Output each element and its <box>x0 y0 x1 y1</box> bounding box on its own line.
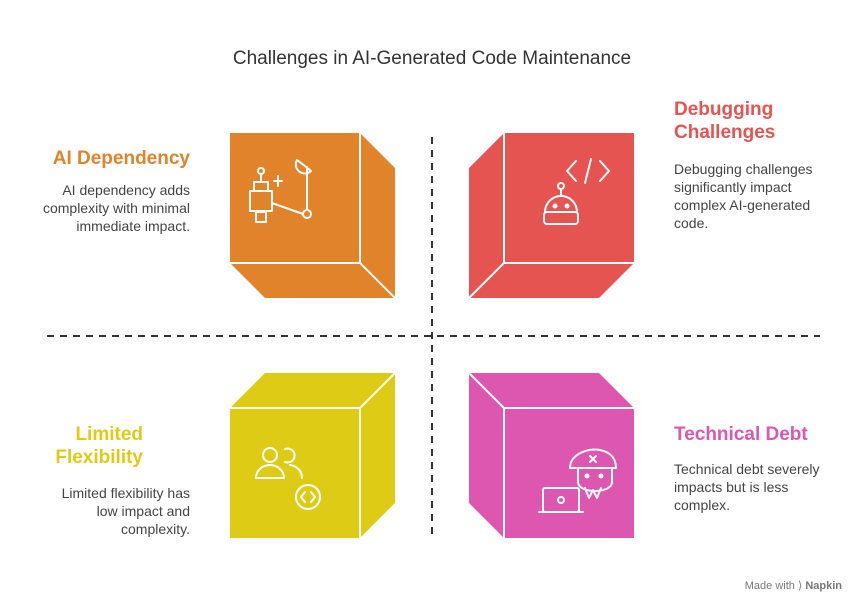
napkin-footer[interactable]: Made with ⟩ Napkin <box>745 579 842 592</box>
napkin-brand: Napkin <box>805 580 842 592</box>
ai-dependency-description: AI dependency adds complexity with minim… <box>42 182 190 234</box>
diagram-title: Challenges in AI-Generated Code Maintena… <box>232 48 632 69</box>
technical-debt-title: Technical Debt <box>674 424 808 445</box>
debugging-challenges-title: Debugging Challenges <box>674 99 776 143</box>
technical-debt-description: Technical debt severely impacts but is l… <box>674 461 820 513</box>
pirate-laptop-icon <box>538 448 617 513</box>
users-code-icon <box>255 447 321 510</box>
ai-dependency-title: AI Dependency <box>52 148 190 169</box>
made-with-label: Made with <box>744 580 795 592</box>
limited-flexibility-description: Limited flexibility has low impact and c… <box>61 485 190 537</box>
robot-wrench-icon <box>249 159 312 223</box>
napkin-logo-icon: ⟩ <box>797 580 803 592</box>
robot-code-icon <box>543 158 610 225</box>
limited-flexibility-title: Limited Flexibility <box>55 424 143 468</box>
debugging-challenges-description: Debugging challenges significantly impac… <box>674 161 813 231</box>
